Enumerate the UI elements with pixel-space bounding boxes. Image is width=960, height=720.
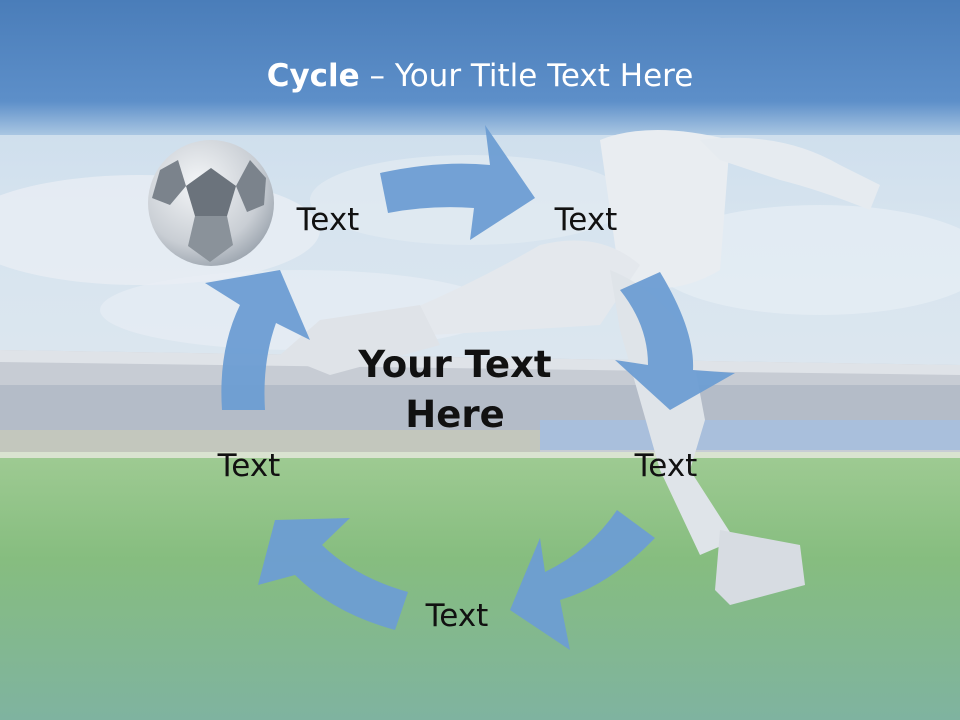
node-label-2: Text [554,202,618,238]
cycle-arrow-left [205,270,310,410]
node-label-1: Text [296,202,360,238]
title-bold: Cycle [266,58,360,94]
center-text: Your Text Here [330,340,580,440]
cycle-arrow-right [615,272,735,410]
center-text-line-1: Your Text [358,343,552,386]
slide-title: Cycle – Your Title Text Here [0,54,960,98]
node-label-5: Text [217,448,281,484]
cycle-arrow-bottom-left [258,518,408,630]
cycle-arrow-top [380,125,535,240]
center-text-line-2: Here [405,393,505,436]
node-label-3: Text [634,448,698,484]
node-label-4: Text [425,598,489,634]
title-rest: – Your Title Text Here [359,58,694,94]
cycle-arrow-bottom-right [510,510,655,650]
